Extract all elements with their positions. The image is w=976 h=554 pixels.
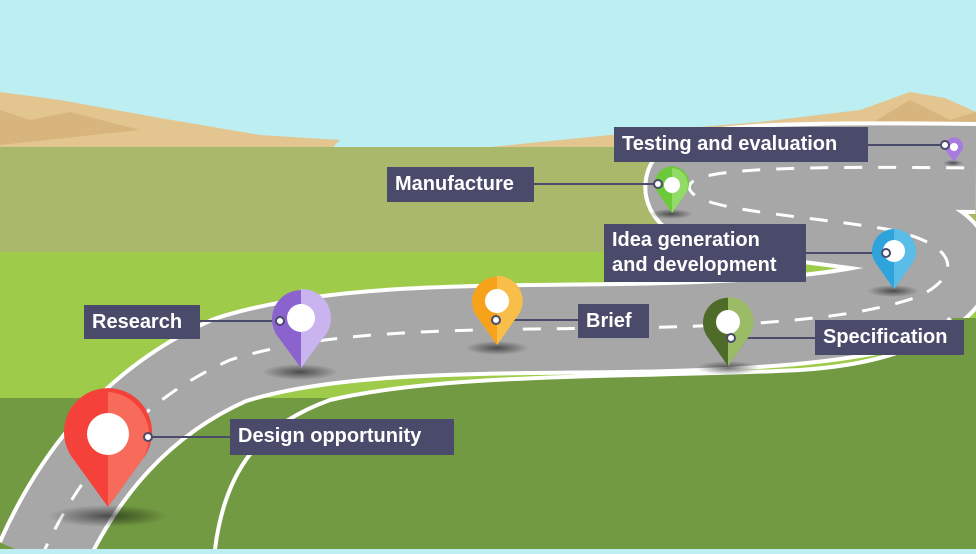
near-field-inner <box>215 318 976 549</box>
map-pin-icon <box>655 166 689 213</box>
label-specification: Specification <box>815 320 964 355</box>
label-idea-generation: Idea generation and development <box>604 224 806 282</box>
label-manufacture: Manufacture <box>387 167 534 202</box>
label-text-line2: and development <box>612 254 777 276</box>
map-pin-icon <box>702 296 754 366</box>
pin-shadow <box>465 341 529 355</box>
label-text: Specification <box>823 326 948 348</box>
label-brief: Brief <box>578 304 649 338</box>
hill-left-shade <box>0 110 140 145</box>
pin-shadow <box>48 505 168 527</box>
label-testing-evaluation: Testing and evaluation <box>614 127 868 162</box>
label-text: Manufacture <box>395 173 514 195</box>
road-centerline <box>41 165 976 554</box>
pin-shadow <box>943 160 963 166</box>
map-pin-icon <box>471 275 523 345</box>
pin-shadow <box>262 364 338 380</box>
map-pin-icon <box>64 388 152 507</box>
label-text: Design opportunity <box>238 425 422 447</box>
label-research: Research <box>84 305 200 339</box>
label-design-opportunity: Design opportunity <box>230 419 454 455</box>
map-pin-icon <box>272 288 332 368</box>
label-text: Testing and evaluation <box>622 133 838 155</box>
pin-shadow <box>696 361 760 375</box>
label-text-line1: Idea generation <box>612 229 760 251</box>
label-text: Research <box>92 311 183 333</box>
label-text: Brief <box>586 310 632 332</box>
connector-dots <box>143 140 950 442</box>
pin-shadow <box>649 209 693 219</box>
pin-shadow <box>867 285 919 297</box>
